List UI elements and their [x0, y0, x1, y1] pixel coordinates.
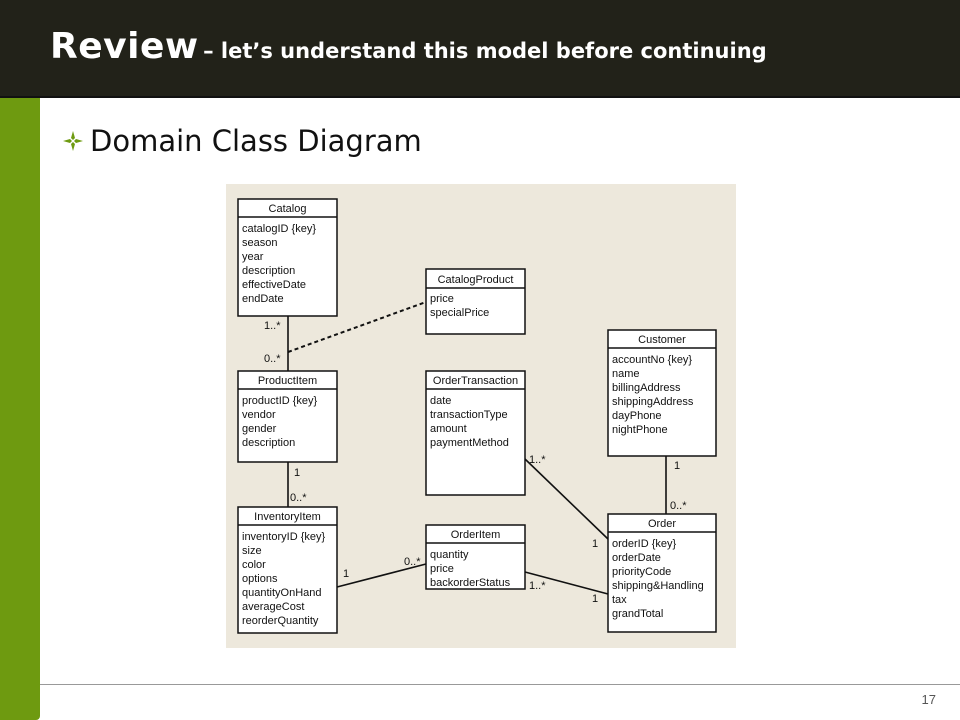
class-attribute: productID {key} [242, 395, 318, 407]
class-attribute: priorityCode [612, 566, 671, 578]
class-name: Catalog [269, 203, 307, 215]
header-divider [0, 96, 960, 98]
multiplicity-label: 1 [343, 568, 349, 580]
class-orderitem: OrderItem quantity price backorderStatus [425, 524, 526, 590]
class-ordertransaction: OrderTransaction date transactionType am… [425, 370, 526, 496]
class-name: Order [648, 518, 676, 530]
accent-sidebar [0, 98, 40, 720]
class-attribute: color [242, 559, 266, 571]
class-customer: Customer accountNo {key} name billingAdd… [607, 329, 717, 457]
class-catalogproduct: CatalogProduct price specialPrice [425, 268, 526, 335]
diamond-bullet-icon [62, 130, 84, 152]
class-name: CatalogProduct [438, 274, 514, 286]
multiplicity-label: 1 [674, 460, 680, 472]
assoc-orderitem-order [524, 571, 609, 595]
class-order: Order orderID {key} orderDate priorityCo… [607, 513, 717, 633]
class-name: OrderTransaction [433, 375, 518, 387]
class-attribute: description [242, 437, 295, 449]
class-attribute: orderDate [612, 552, 661, 564]
multiplicity-label: 0..* [404, 556, 421, 568]
footer-divider [40, 684, 960, 685]
class-attribute: shippingAddress [612, 396, 694, 408]
class-attribute: grandTotal [612, 608, 663, 620]
class-attribute: size [242, 545, 262, 557]
class-name: InventoryItem [254, 511, 321, 523]
class-attribute: gender [242, 423, 277, 435]
class-inventoryitem: InventoryItem inventoryID {key} size col… [237, 506, 338, 634]
class-attribute: name [612, 368, 640, 380]
page-number: 17 [921, 692, 936, 707]
class-attribute: catalogID {key} [242, 223, 316, 235]
multiplicity-label: 1..* [529, 454, 546, 466]
class-attribute: dayPhone [612, 410, 662, 422]
slide-header [0, 0, 960, 96]
class-attribute: quantity [430, 549, 469, 561]
multiplicity-label: 0..* [670, 500, 687, 512]
class-name: OrderItem [451, 529, 501, 541]
class-attribute: inventoryID {key} [242, 531, 325, 543]
class-attribute: billingAddress [612, 382, 681, 394]
multiplicity-label: 0..* [290, 492, 307, 504]
multiplicity-label: 0..* [264, 353, 281, 365]
assoc-inventoryitem-orderitem [336, 563, 427, 588]
multiplicity-label: 1 [592, 593, 598, 605]
assoc-class-link-catalogproduct [287, 301, 427, 353]
class-name: Customer [638, 334, 686, 346]
class-attribute: price [430, 293, 454, 305]
class-attribute: orderID {key} [612, 538, 677, 550]
class-attribute: specialPrice [430, 307, 489, 319]
multiplicity-label: 1..* [529, 580, 546, 592]
bullet-item: Domain Class Diagram [62, 124, 422, 158]
class-attribute: year [242, 251, 264, 263]
class-diagram: 1..* 0..* 1 0..* 1 0..* 1..* 1 1..* 1 1 … [226, 184, 736, 648]
slide-title-main: Review [50, 26, 199, 67]
class-name: ProductItem [258, 375, 317, 387]
bullet-text: Domain Class Diagram [90, 124, 422, 158]
class-attribute: amount [430, 423, 467, 435]
class-attribute: date [430, 395, 451, 407]
class-attribute: averageCost [242, 601, 304, 613]
class-attribute: shipping&Handling [612, 580, 704, 592]
class-attribute: quantityOnHand [242, 587, 322, 599]
class-productitem: ProductItem productID {key} vendor gende… [237, 370, 338, 463]
class-attribute: transactionType [430, 409, 508, 421]
class-attribute: vendor [242, 409, 276, 421]
class-attribute: backorderStatus [430, 577, 511, 589]
class-attribute: reorderQuantity [242, 615, 319, 627]
multiplicity-label: 1..* [264, 320, 281, 332]
class-attribute: season [242, 237, 277, 249]
class-attribute: description [242, 265, 295, 277]
class-attribute: price [430, 563, 454, 575]
class-attribute: nightPhone [612, 424, 668, 436]
class-attribute: tax [612, 594, 627, 606]
class-attribute: endDate [242, 293, 284, 305]
class-diagram-canvas: 1..* 0..* 1 0..* 1 0..* 1..* 1 1..* 1 1 … [237, 198, 717, 634]
multiplicity-label: 1 [592, 538, 598, 550]
class-attribute: effectiveDate [242, 279, 306, 291]
multiplicity-label: 1 [294, 467, 300, 479]
class-catalog: Catalog catalogID {key} season year desc… [237, 198, 338, 317]
slide-title: Review – let’s understand this model bef… [50, 26, 767, 67]
assoc-ordertransaction-order [524, 458, 609, 540]
class-attribute: options [242, 573, 278, 585]
class-attribute: accountNo {key} [612, 354, 692, 366]
slide-title-subtitle: – let’s understand this model before con… [203, 39, 767, 63]
class-attribute: paymentMethod [430, 437, 509, 449]
